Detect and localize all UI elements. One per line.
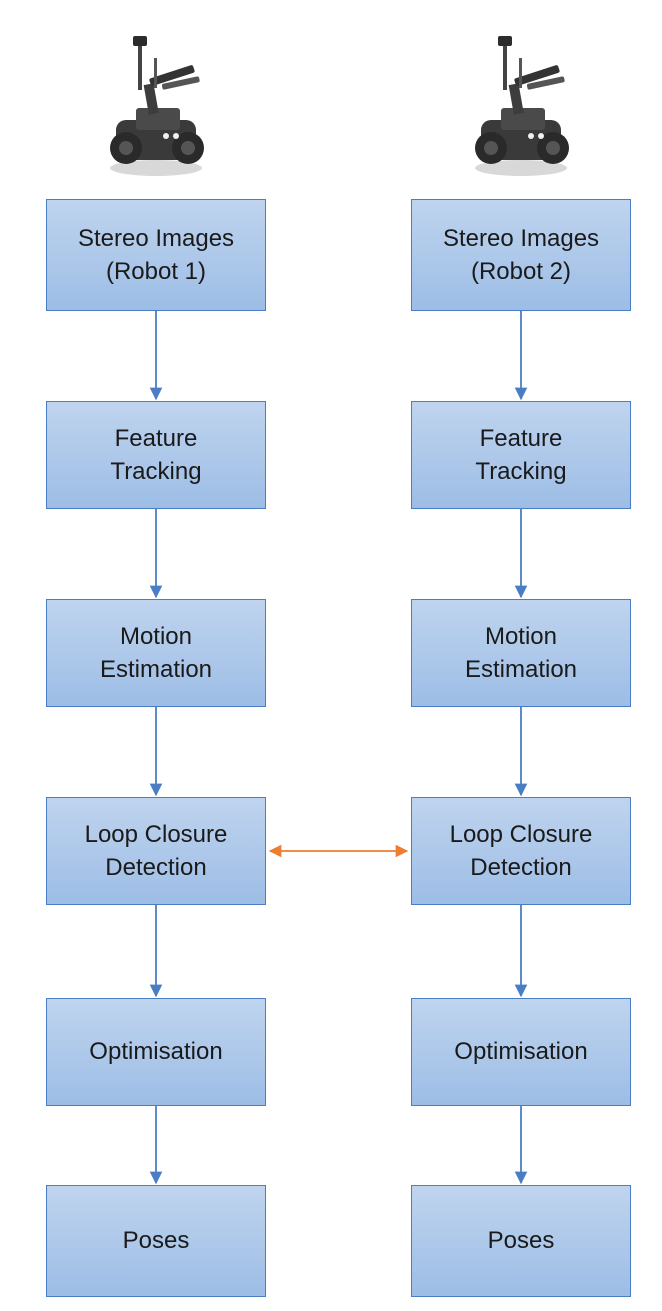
process-box: Feature Tracking: [46, 401, 266, 509]
process-box: Motion Estimation: [46, 599, 266, 707]
process-box: Optimisation: [411, 998, 631, 1106]
process-box: Stereo Images (Robot 2): [411, 199, 631, 311]
process-box: Loop Closure Detection: [411, 797, 631, 905]
process-box: Poses: [411, 1185, 631, 1297]
process-box: Stereo Images (Robot 1): [46, 199, 266, 311]
robot-icon: [110, 36, 204, 176]
process-box: Poses: [46, 1185, 266, 1297]
process-box: Motion Estimation: [411, 599, 631, 707]
process-box: Optimisation: [46, 998, 266, 1106]
process-box: Feature Tracking: [411, 401, 631, 509]
robot-icon: [475, 36, 569, 176]
process-box: Loop Closure Detection: [46, 797, 266, 905]
